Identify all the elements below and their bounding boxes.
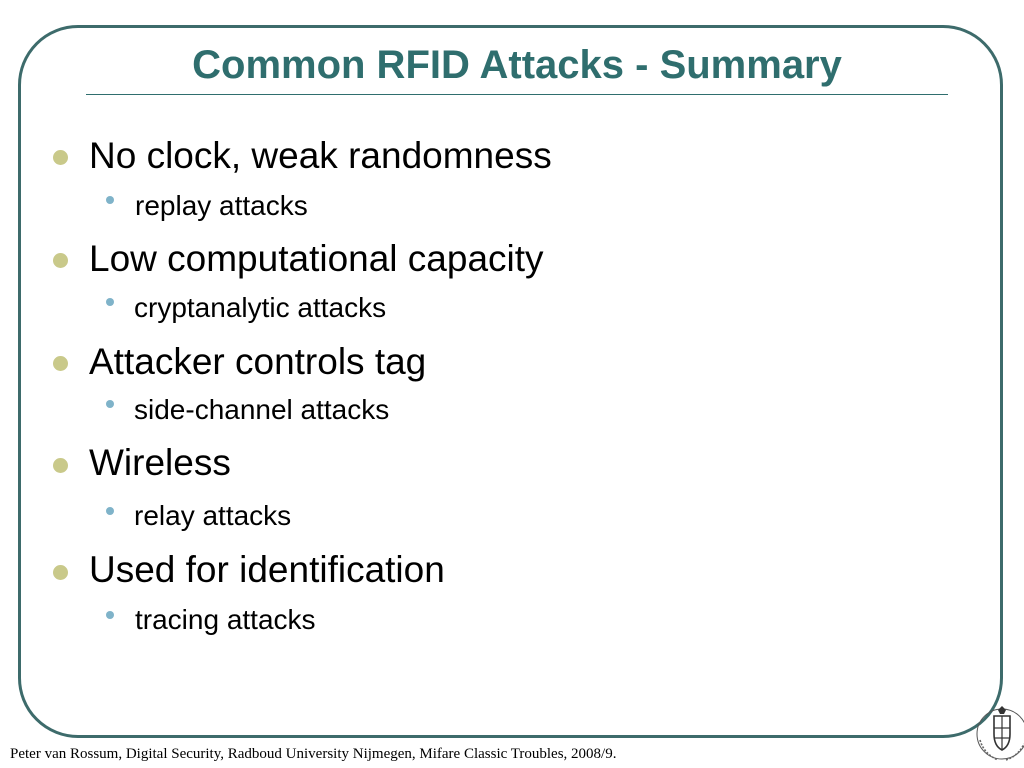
sub-bullet-dot-2 xyxy=(106,298,114,306)
slide-footer: Peter van Rossum, Digital Security, Radb… xyxy=(10,746,617,762)
bullet-item-2: Low computational capacity xyxy=(89,238,544,279)
sub-bullet-item-3: side-channel attacks xyxy=(134,394,390,425)
slide-title: Common RFID Attacks - Summary xyxy=(192,43,842,87)
sub-bullet-item-1: replay attacks xyxy=(135,190,308,221)
title-divider xyxy=(86,94,948,95)
slide-frame xyxy=(18,25,1003,738)
sub-bullet-dot-5 xyxy=(106,611,114,619)
sub-bullet-dot-1 xyxy=(106,196,114,204)
bullet-dot-3 xyxy=(53,356,68,371)
bullet-list: No clock, weak randomness replay attacks… xyxy=(53,135,552,635)
bullet-item-5: Used for identification xyxy=(89,549,445,590)
sub-bullet-item-2: cryptanalytic attacks xyxy=(134,292,387,323)
radboud-seal-logo-icon xyxy=(976,706,1024,761)
sub-bullet-item-5: tracing attacks xyxy=(135,604,316,635)
bullet-item-3: Attacker controls tag xyxy=(89,341,427,382)
sub-bullet-dot-3 xyxy=(106,400,114,408)
bullet-dot-1 xyxy=(53,150,68,165)
sub-bullet-item-4: relay attacks xyxy=(134,500,292,531)
sub-bullet-dot-4 xyxy=(106,507,114,515)
bullet-dot-4 xyxy=(53,458,68,473)
bullet-dot-5 xyxy=(53,565,68,580)
bullet-dot-2 xyxy=(53,253,68,268)
bullet-item-4: Wireless xyxy=(89,442,231,483)
bullet-item-1: No clock, weak randomness xyxy=(89,135,552,176)
